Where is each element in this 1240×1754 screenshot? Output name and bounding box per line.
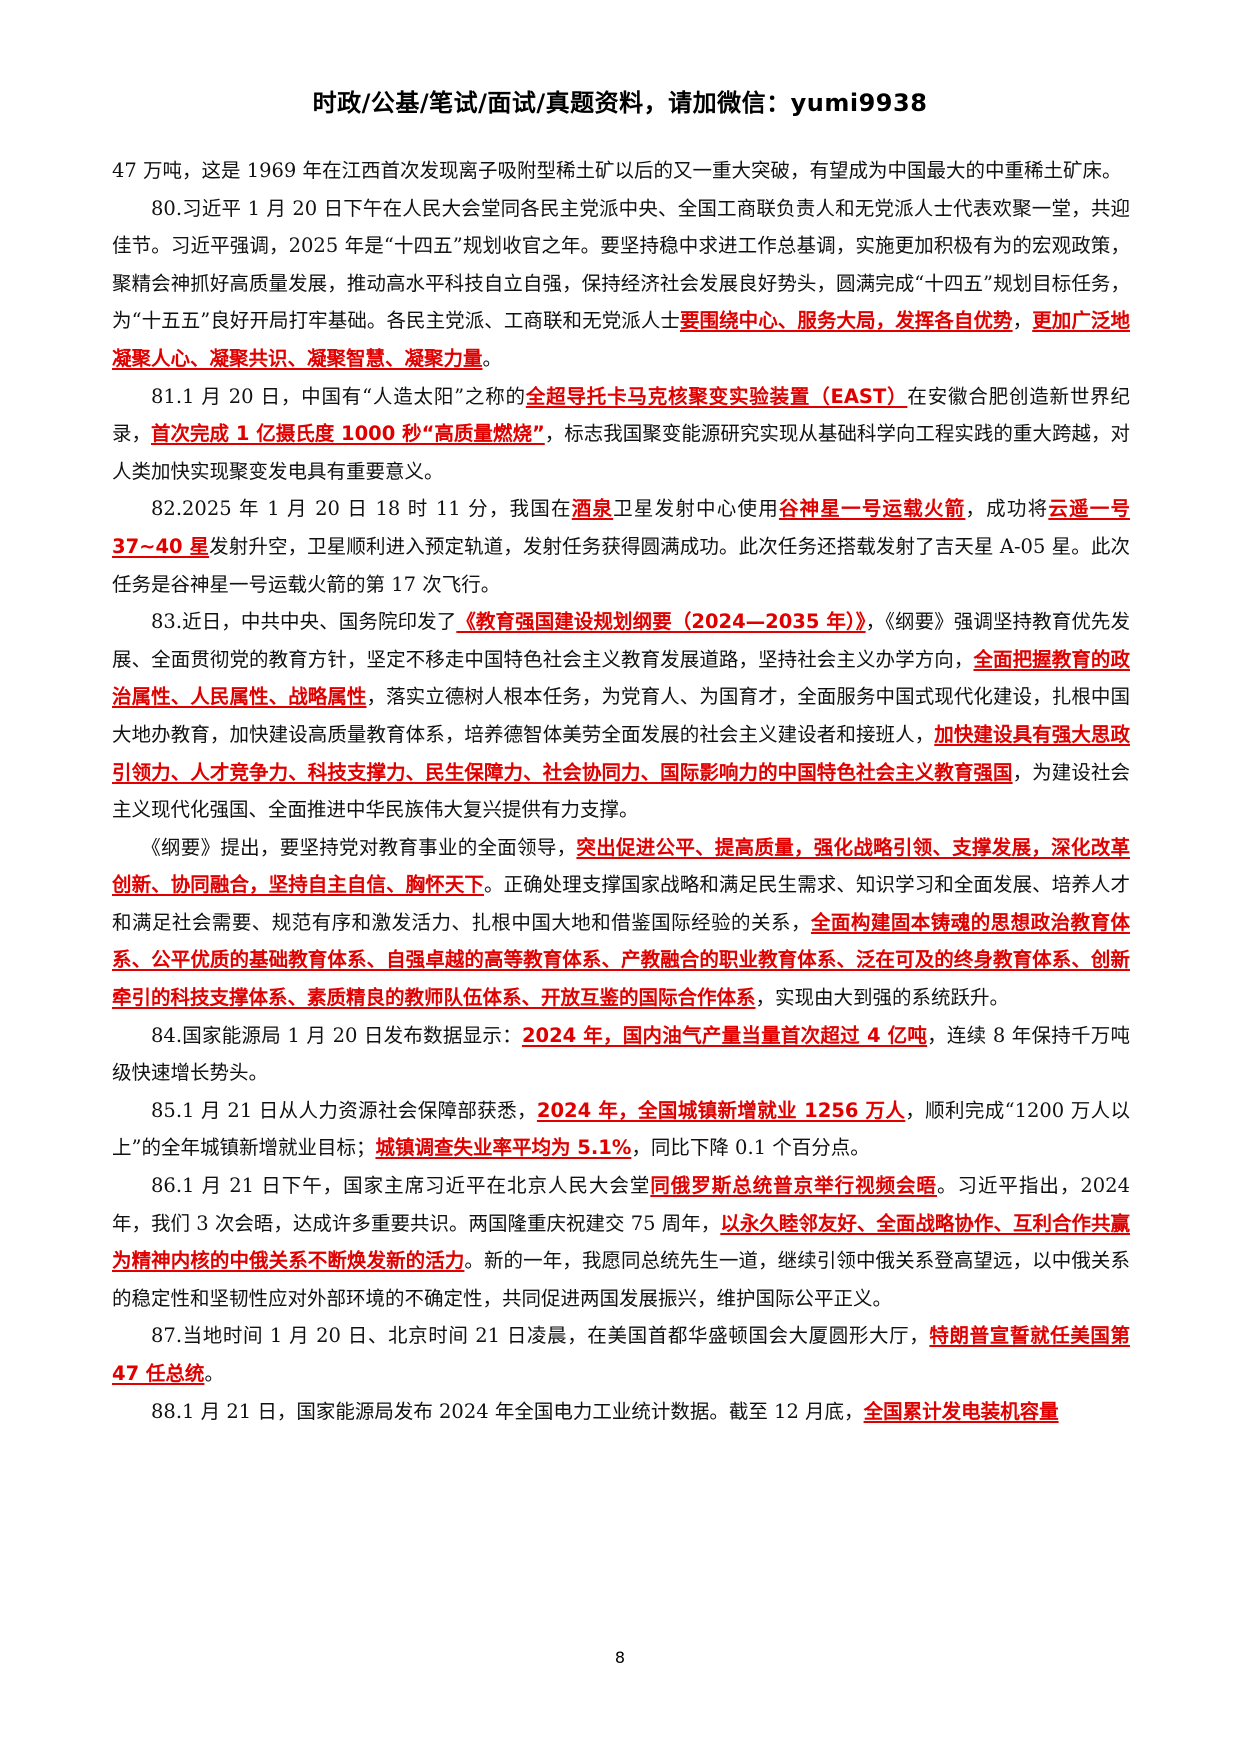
body-text: 发射升空，卫星顺利进入预定轨道，发射任务获得圆满成功。此次任务还搭载发射了吉天星… <box>112 534 1130 596</box>
paragraph-87: 87.当地时间 1 月 20 日、北京时间 21 日凌晨，在美国首都华盛顿国会大… <box>112 1317 1130 1392</box>
highlighted-text: 2024 年，全国城镇新增就业 1256 万人 <box>536 1098 906 1122</box>
paragraph-82: 82.2025 年 1 月 20 日 18 时 11 分，我国在酒泉卫星发射中心… <box>112 490 1130 603</box>
paragraph-88: 88.1 月 21 日，国家能源局发布 2024 年全国电力工业统计数据。截至 … <box>112 1393 1130 1431</box>
body-text: 。 <box>204 1362 224 1385</box>
highlighted-text: 《教育强国建设规划纲要（2024—2035 年）》 <box>456 610 866 634</box>
body-text: 。正确处理支撑国家战略和满足民生需求、知识学习和全面发展、培养人才和满足社会需要… <box>112 873 1130 934</box>
body-text: 。新的一年，我愿同总统先生一道，继续引领中俄关系登高望远，以中俄关系的稳定性和坚… <box>112 1249 1130 1310</box>
paragraph-80: 80.习近平 1 月 20 日下午在人民大会堂同各民主党派中央、全国工商联负责人… <box>112 190 1130 378</box>
highlighted-text: 全超导托卡马克核聚变实验装置（EAST） <box>525 384 908 408</box>
body-text: 在安徽合肥创造新世界纪录， <box>112 384 1130 446</box>
highlighted-text: 加快建设具有强大思政引领力、人才竞争力、科技支撑力、民生保障力、社会协同力、国际… <box>112 722 1130 784</box>
highlighted-text: 首次完成 1 亿摄氏度 1000 秒“高质量燃烧” <box>151 422 545 446</box>
paragraph-85: 85.1 月 21 日从人力资源社会保障部获悉，2024 年，全国城镇新增就业 … <box>112 1092 1130 1167</box>
highlighted-text: 酒泉 <box>571 497 614 521</box>
highlighted-text: 特朗普宣誓就任美国第 47 任总统 <box>112 1324 1130 1385</box>
page-number: 8 <box>614 1648 626 1667</box>
highlighted-text: 全面构建固本铸魂的思想政治教育体系、公平优质的基础教育体系、自强卓越的高等教育体… <box>112 910 1130 1010</box>
highlighted-text: 城镇调查失业率平均为 5.1% <box>375 1136 632 1160</box>
body-text: ，标志我国聚变能源研究实现从基础科学向工程实践的重大跨越，对人类加快实现聚变发电… <box>112 422 1130 483</box>
highlighted-text: 要围绕中心、服务大局，发挥各自优势 <box>679 309 1013 333</box>
body-text: 86.1 月 21 日下午，国家主席习近平在北京人民大会堂 <box>151 1174 651 1198</box>
highlighted-text: 2024 年，国内油气产量当量首次超过 4 亿吨 <box>521 1023 928 1047</box>
body-text: ，成功将 <box>965 497 1049 521</box>
highlighted-text: 谷神星一号运载火箭 <box>778 497 966 521</box>
highlighted-text: 全国累计发电装机容量 <box>863 1399 1059 1423</box>
document-body: 47 万吨，这是 1969 年在江西首次发现离子吸附型稀土矿以后的又一重大突破，… <box>112 152 1130 1430</box>
body-text: ，顺利完成“1200 万人以上”的全年城镇新增就业目标； <box>112 1098 1131 1160</box>
page-header: 时政/公基/笔试/面试/真题资料，请加微信：yumi9938 <box>312 89 928 117</box>
highlighted-text: 突出促进公平、提高质量，强化战略引领、支撑发展，深化改革创新、协同融合，坚持自主… <box>112 835 1130 897</box>
body-text: 85.1 月 21 日从人力资源社会保障部获悉， <box>151 1098 537 1122</box>
body-text: ，实现由大到强的系统跃升。 <box>755 986 1010 1010</box>
paragraph-83-outline: 《纲要》提出，要坚持党对教育事业的全面领导，突出促进公平、提高质量，强化战略引领… <box>112 829 1130 1017</box>
body-text: 84.国家能源局 1 月 20 日发布数据显示： <box>151 1023 522 1047</box>
body-text: 47 万吨，这是 1969 年在江西首次发现离子吸附型稀土矿以后的又一重大突破，… <box>112 159 1122 182</box>
paragraph-86: 86.1 月 21 日下午，国家主席习近平在北京人民大会堂同俄罗斯总统普京举行视… <box>112 1167 1130 1317</box>
paragraph-83: 83.近日，中共中央、国务院印发了《教育强国建设规划纲要（2024—2035 年… <box>112 603 1130 829</box>
paragraph-81: 81.1 月 20 日，中国有“人造太阳”之称的全超导托卡马克核聚变实验装置（E… <box>112 378 1130 491</box>
body-text: 卫星发射中心使用 <box>613 497 779 521</box>
highlighted-text: 更加广泛地凝聚人心、凝聚共识、凝聚智慧、凝聚力量 <box>112 309 1130 370</box>
highlighted-text: 全面把握教育的政治属性、人民属性、战略属性 <box>112 647 1130 709</box>
body-text: ，连续 8 年保持千万吨级快速增长势头。 <box>112 1023 1130 1085</box>
body-text: 。习近平指出，2024 年，我们 3 次会晤，达成许多重要共识。两国隆重庆祝建交… <box>112 1174 1130 1235</box>
body-text: 87.当地时间 1 月 20 日、北京时间 21 日凌晨，在美国首都华盛顿国会大… <box>151 1324 930 1348</box>
body-text: 83.近日，中共中央、国务院印发了 <box>151 610 457 634</box>
paragraph-0: 47 万吨，这是 1969 年在江西首次发现离子吸附型稀土矿以后的又一重大突破，… <box>112 152 1130 190</box>
body-text: 88.1 月 21 日，国家能源局发布 2024 年全国电力工业统计数据。截至 … <box>151 1399 864 1423</box>
body-text: ，同比下降 0.1 个百分点。 <box>631 1136 870 1160</box>
paragraph-84: 84.国家能源局 1 月 20 日发布数据显示：2024 年，国内油气产量当量首… <box>112 1017 1130 1092</box>
highlighted-text: 以永久睦邻友好、全面战略协作、互利合作共赢为精神内核的中俄关系不断焕发新的活力 <box>112 1211 1130 1273</box>
body-text: 《纲要》提出，要坚持党对教育事业的全面领导， <box>141 835 577 859</box>
highlighted-text: 云遥一号 37~40 星 <box>112 497 1130 558</box>
body-text: ，为建设社会主义现代化强国、全面推进中华民族伟大复兴提供有力支撑。 <box>112 760 1130 822</box>
body-text: 81.1 月 20 日，中国有“人造太阳”之称的 <box>151 384 526 408</box>
body-text: ，落实立德树人根本任务，为党育人、为国育才，全面服务中国式现代化建设，扎根中国大… <box>112 685 1130 746</box>
highlighted-text: 同俄罗斯总统普京举行视频会晤 <box>650 1174 937 1198</box>
body-text: ，《纲要》强调坚持教育优先发展、全面贯彻党的教育方针，坚定不移走中国特色社会主义… <box>112 610 1130 671</box>
body-text: 82.2025 年 1 月 20 日 18 时 11 分，我国在 <box>151 497 572 521</box>
body-text: 。 <box>482 346 503 370</box>
body-text: 80.习近平 1 月 20 日下午在人民大会堂同各民主党派中央、全国工商联负责人… <box>112 196 1130 333</box>
body-text: ， <box>1012 309 1033 333</box>
